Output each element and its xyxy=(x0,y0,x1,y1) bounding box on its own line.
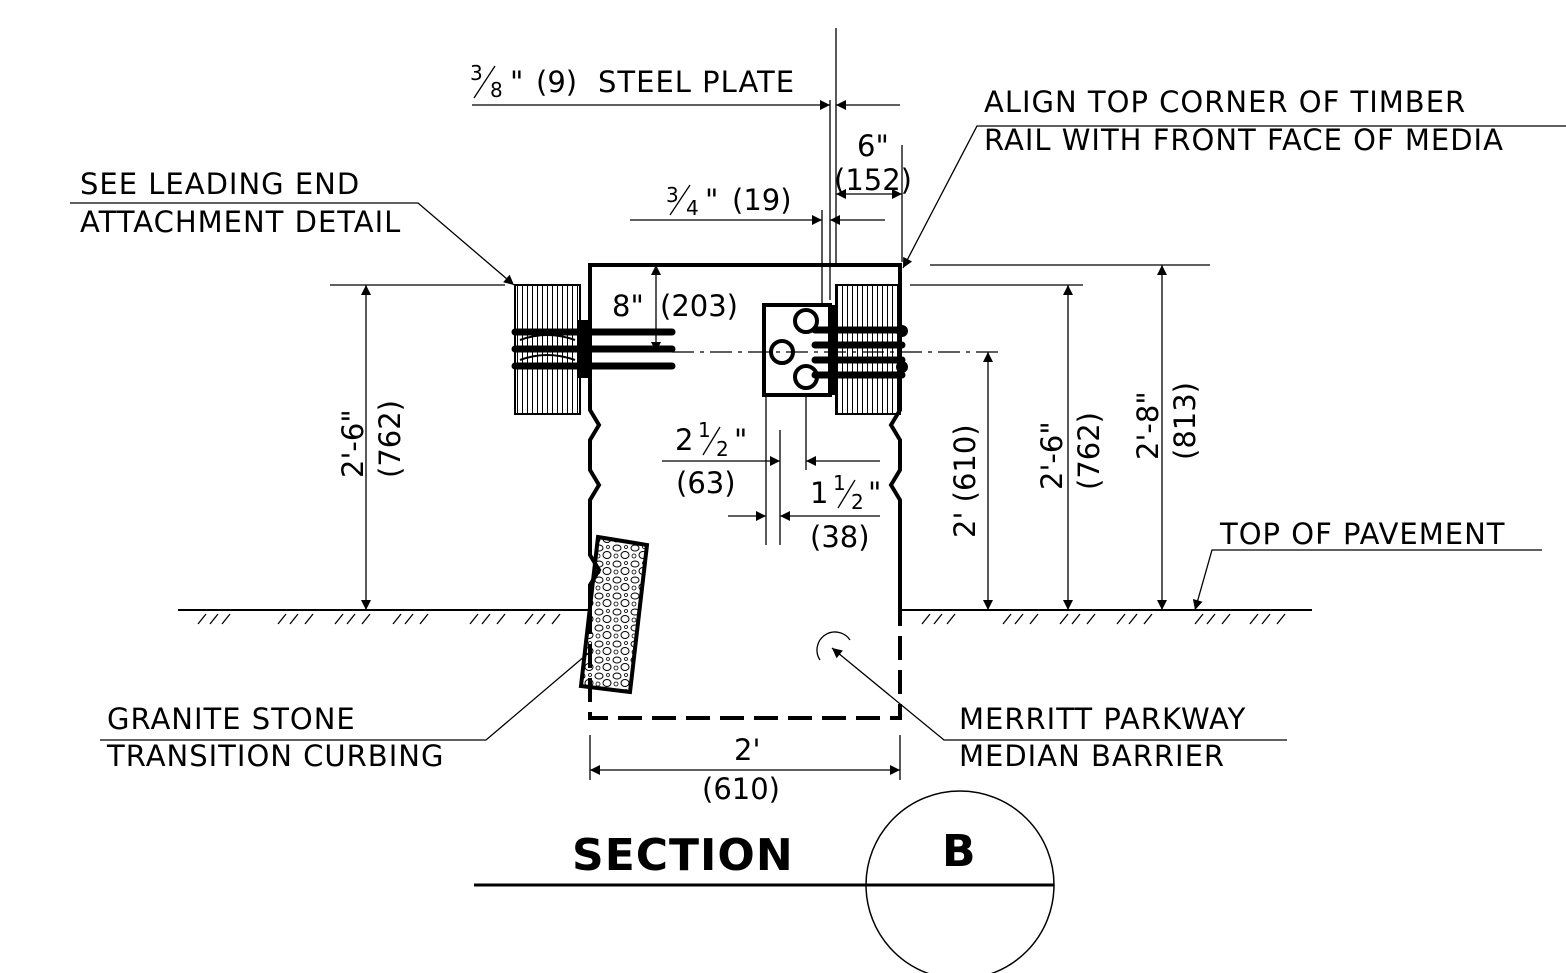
total-height-mm: (813) xyxy=(1168,382,1202,460)
width-ft: 2' xyxy=(734,733,760,767)
svg-text:": " xyxy=(734,423,747,457)
top-of-pavement-label: TOP OF PAVEMENT xyxy=(1219,517,1506,551)
three-quarter-mm: (19) xyxy=(732,183,792,217)
one-half-whole: 1 xyxy=(810,476,828,510)
leader-lines xyxy=(70,125,1566,741)
two-half-whole: 2 xyxy=(675,423,693,457)
median-barrier-symbol xyxy=(816,631,851,661)
three-quarter-num: 3 xyxy=(666,183,679,207)
plate-frac-den: 8 xyxy=(490,78,503,102)
one-half-num: 1 xyxy=(833,471,846,495)
svg-text:": " xyxy=(510,65,523,99)
right-timber-rail xyxy=(762,284,908,415)
section-callout-circle xyxy=(865,790,1055,973)
one-half-mm: (38) xyxy=(810,520,870,554)
two-half-num: 1 xyxy=(698,418,711,442)
plate-frac-num: 3 xyxy=(470,61,483,85)
one-half-den: 2 xyxy=(851,490,864,514)
merritt-label-line2: MEDIAN BARRIER xyxy=(959,739,1225,773)
right-height-in: 2'-6" xyxy=(1035,421,1069,490)
steel-plate-label: STEEL PLATE xyxy=(598,65,795,99)
six-inch-dim: 6" xyxy=(857,129,889,163)
leading-end-label-line2: ATTACHMENT DETAIL xyxy=(80,205,401,239)
pavement-line-right xyxy=(900,609,1312,625)
width-mm: (610) xyxy=(702,772,780,806)
two-half-den: 2 xyxy=(716,437,729,461)
three-quarter-den: 4 xyxy=(686,196,699,220)
section-word: SECTION xyxy=(572,830,794,881)
dimension-lines xyxy=(330,28,1210,780)
svg-text:": " xyxy=(868,476,881,510)
granite-label-line2: TRANSITION CURBING xyxy=(106,739,444,773)
leading-end-label-line1: SEE LEADING END xyxy=(80,167,360,201)
pavement-line-left xyxy=(178,609,590,625)
svg-text:": " xyxy=(705,183,718,217)
right-height-mm: (762) xyxy=(1072,412,1106,490)
section-letter: B xyxy=(942,826,977,877)
eight-inch-mm: (203) xyxy=(660,289,738,323)
total-height-in: 2'-8" xyxy=(1131,391,1165,460)
six-inch-mm: (152) xyxy=(834,163,912,197)
left-height-mm: (762) xyxy=(373,400,407,478)
granite-label-line1: GRANITE STONE xyxy=(107,702,356,736)
granite-curb xyxy=(578,534,650,695)
text-labels: 3 8 " (9) STEEL PLATE ALIGN TOP CORNER O… xyxy=(80,61,1506,806)
plate-dim-mm: (9) xyxy=(536,65,577,99)
align-label-line2: RAIL WITH FRONT FACE OF MEDIA xyxy=(984,123,1504,157)
section-title: SECTION B xyxy=(474,790,1055,973)
merritt-label-line1: MERRITT PARKWAY xyxy=(959,702,1246,736)
eight-inch-dim: 8" xyxy=(612,289,644,323)
two-half-mm: (63) xyxy=(676,466,736,500)
two-ft-dim: 2' (610) xyxy=(948,424,982,538)
left-height-in: 2'-6" xyxy=(336,409,370,478)
left-timber-rail xyxy=(511,284,676,415)
align-label-line1: ALIGN TOP CORNER OF TIMBER xyxy=(984,85,1466,119)
